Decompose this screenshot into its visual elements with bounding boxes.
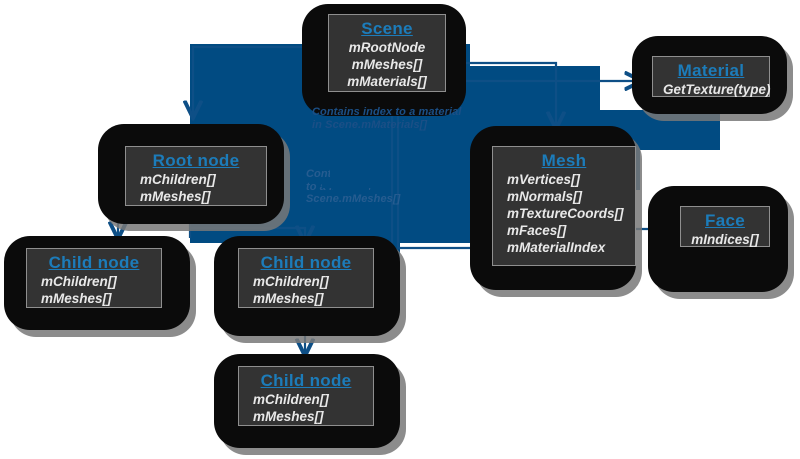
- node-material[interactable]: Material GetTexture(type): [652, 56, 771, 97]
- node-child-node-bottom[interactable]: Child node mChildren[] mMeshes[]: [238, 366, 374, 426]
- node-child-node-middle-field-0: mChildren[]: [253, 274, 329, 289]
- node-root-node[interactable]: Root node mChildren[] mMeshes[]: [125, 146, 267, 206]
- occluder-block-c: [333, 186, 369, 194]
- node-root-node-field-1: mMeshes[]: [140, 189, 211, 204]
- node-mesh-field-3: mFaces[]: [507, 223, 567, 238]
- node-scene-field-0: mRootNode: [348, 40, 426, 55]
- node-mesh-field-1: mNormals[]: [507, 189, 583, 204]
- node-mesh-field-4: mMaterialIndex: [507, 240, 606, 255]
- node-child-node-left-field-1: mMeshes[]: [41, 291, 112, 306]
- node-root-node-title: Root node: [152, 151, 240, 170]
- node-child-node-middle-field-1: mMeshes[]: [253, 291, 324, 306]
- annotation-material-index: Contains index to a material in Scene.mM…: [312, 106, 462, 131]
- occluder-block-b: [322, 178, 390, 188]
- node-face-field-0: mIndices[]: [691, 232, 759, 247]
- node-child-node-bottom-title: Child node: [260, 371, 352, 390]
- node-mesh-field-2: mTextureCoords[]: [507, 206, 624, 221]
- node-material-field-0: GetTexture(type): [663, 82, 771, 97]
- node-child-node-left-title: Child node: [48, 253, 140, 272]
- node-child-node-bottom-field-0: mChildren[]: [253, 392, 329, 407]
- node-child-node-left[interactable]: Child node mChildren[] mMeshes[]: [26, 248, 162, 308]
- node-mesh-field-0: mVertices[]: [507, 172, 581, 187]
- node-mesh[interactable]: Mesh mVertices[] mNormals[] mTextureCoor…: [492, 146, 636, 266]
- node-child-node-middle-title: Child node: [260, 253, 352, 272]
- node-mesh-title: Mesh: [541, 151, 587, 170]
- node-root-node-field-0: mChildren[]: [140, 172, 216, 187]
- node-scene[interactable]: Scene mRootNode mMeshes[] mMaterials[]: [328, 14, 446, 92]
- node-scene-title: Scene: [361, 19, 413, 38]
- node-child-node-middle[interactable]: Child node mChildren[] mMeshes[]: [238, 248, 374, 308]
- node-scene-field-2: mMaterials[]: [347, 74, 427, 89]
- node-face[interactable]: Face mIndices[]: [680, 206, 770, 247]
- node-material-title: Material: [677, 61, 745, 80]
- node-scene-field-1: mMeshes[]: [351, 57, 423, 72]
- node-child-node-left-field-0: mChildren[]: [41, 274, 117, 289]
- node-child-node-bottom-field-1: mMeshes[]: [253, 409, 324, 424]
- node-face-title: Face: [705, 211, 745, 230]
